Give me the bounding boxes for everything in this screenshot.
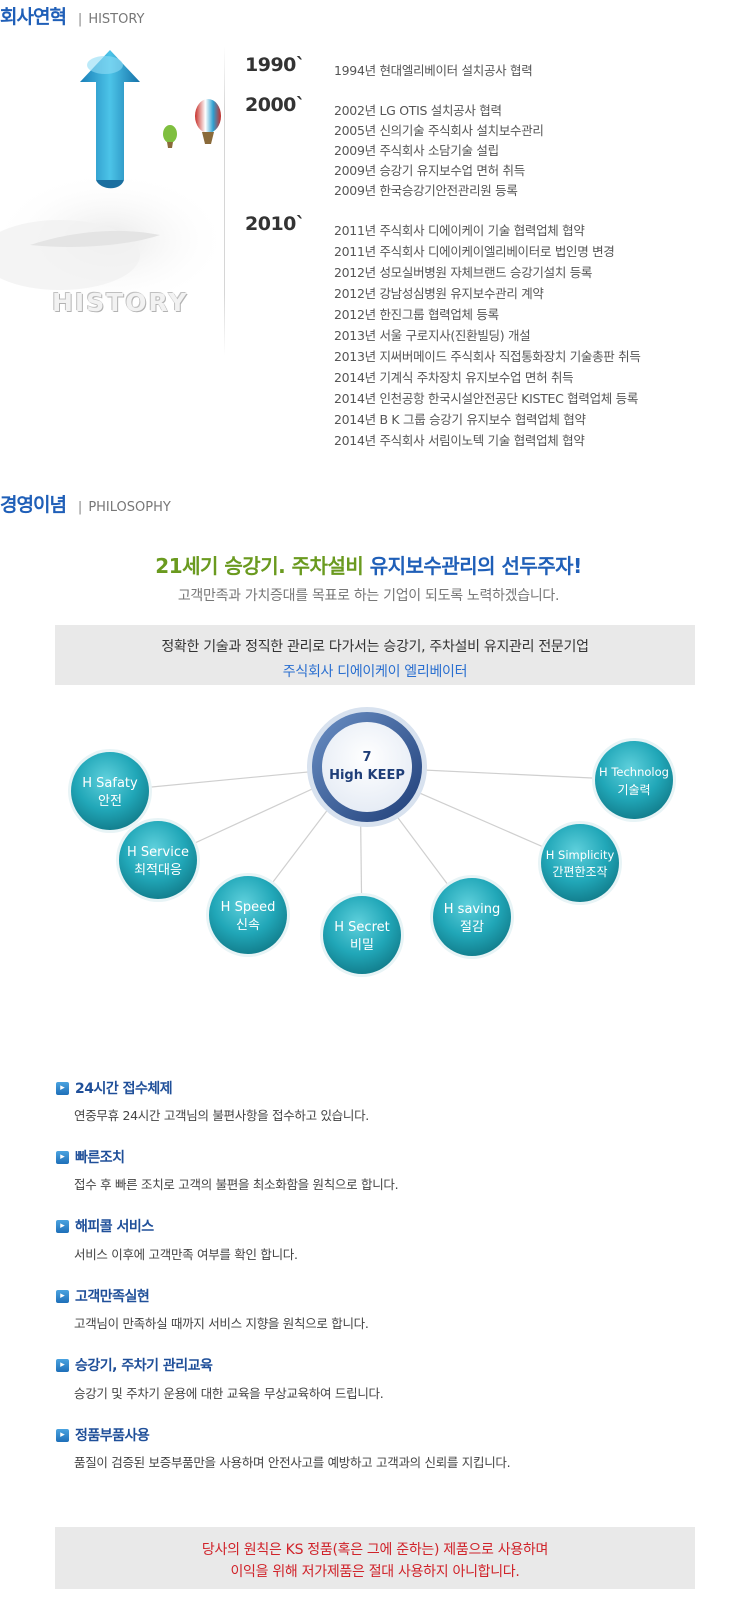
growth-arrow-illustration <box>0 50 222 310</box>
node-en: H Speed <box>221 900 276 915</box>
feature-title-text: 빠른조치 <box>75 1150 125 1166</box>
node-en: H Secret <box>334 920 389 935</box>
year-label: 1990` <box>245 54 305 76</box>
node-saving: H saving 절감 <box>430 875 514 959</box>
history-entry: 2011년 주식회사 디에이케이 기술 협력업체 협약 <box>334 223 585 238</box>
year-label: 2000` <box>245 94 305 116</box>
feature-title: ▸ 승강기, 주차기 관리교육 <box>56 1355 213 1375</box>
slogan: 21세기 승강기. 주차설비 유지보수관리의 선두주자! <box>0 550 737 579</box>
node-secret: H Secret 비밀 <box>320 893 404 977</box>
node-technology: H Technolog 기술력 <box>592 738 676 822</box>
node-ko: 간편한조작 <box>552 865 607 879</box>
node-en: H Safaty <box>82 776 138 791</box>
feature-title-text: 정품부품사용 <box>75 1428 150 1444</box>
feature-title: ▸ 24시간 접수체제 <box>56 1078 173 1098</box>
history-title-en: HISTORY <box>88 12 145 27</box>
notice-line: 당사의 원칙은 KS 정품(혹은 그에 준하는) 제품으로 사용하며 <box>201 1542 549 1558</box>
node-safety: H Safaty 안전 <box>68 749 152 833</box>
feature-title: ▸ 고객만족실현 <box>56 1286 150 1306</box>
node-en: H saving <box>444 902 500 917</box>
node-ko: 안전 <box>98 794 122 809</box>
history-entry: 2013년 지써버메이드 주식회사 직접통화장치 기술총판 취득 <box>334 349 641 364</box>
history-divider <box>224 46 225 356</box>
high-keep-diagram: 7 High KEEP H Safaty 안전 H Service 최적대응 H… <box>0 690 737 1020</box>
center-circle: 7 High KEEP <box>307 707 427 827</box>
center-number: 7 <box>362 750 371 765</box>
philosophy-title: 경영이념 <box>0 494 67 516</box>
history-entry: 2014년 B K 그룹 승강기 유지보수 협력업체 협약 <box>334 412 586 427</box>
policy-notice-box: 당사의 원칙은 KS 정품(혹은 그에 준하는) 제품으로 사용하며 이익을 위… <box>55 1527 695 1589</box>
node-ko: 신속 <box>236 918 260 933</box>
node-service: H Service 최적대응 <box>116 818 200 902</box>
heading-divider: | <box>77 12 83 27</box>
bullet-arrow-icon: ▸ <box>56 1428 69 1442</box>
bullet-arrow-icon: ▸ <box>56 1358 69 1372</box>
node-en: H Technolog <box>599 765 669 779</box>
history-title: 회사연혁 <box>0 6 67 28</box>
bullet-arrow-icon: ▸ <box>56 1081 69 1095</box>
slogan-part-a: 21세기 승강기. 주차설비 <box>155 554 370 578</box>
history-entry: 2012년 한진그룹 협력업체 등록 <box>334 307 499 322</box>
company-name: 주식회사 디에이케이 엘리베이터 <box>282 664 468 680</box>
feature-desc: 접수 후 빠른 조치로 고객의 불편을 최소화함을 원칙으로 합니다. <box>74 1177 399 1192</box>
heading-divider: | <box>77 500 83 515</box>
history-entry: 2009년 한국승강기안전관리원 등록 <box>334 183 518 198</box>
history-entry: 2012년 강남성심병원 유지보수관리 계약 <box>334 286 544 301</box>
node-en: H Service <box>127 845 189 860</box>
node-ko: 최적대응 <box>134 863 182 878</box>
feature-desc: 품질이 검증된 보증부품만을 사용하며 안전사고를 예방하고 고객과의 신뢰를 … <box>74 1455 511 1470</box>
philosophy-title-en: PHILOSOPHY <box>88 500 171 515</box>
feature-desc: 승강기 및 주차기 운용에 대한 교육을 무상교육하여 드립니다. <box>74 1386 384 1401</box>
feature-desc: 연중무휴 24시간 고객님의 불편사항을 접수하고 있습니다. <box>74 1108 369 1123</box>
history-entry: 2009년 승강기 유지보수업 면허 취득 <box>334 163 525 178</box>
node-ko: 기술력 <box>617 783 650 797</box>
philosophy-heading: 경영이념 | PHILOSOPHY <box>0 490 171 517</box>
slogan-part-b: 유지보수관리의 선두주자! <box>369 554 582 578</box>
feature-title-text: 24시간 접수체제 <box>75 1081 173 1097</box>
center-label: High KEEP <box>329 768 405 783</box>
node-speed: H Speed 신속 <box>206 873 290 957</box>
bullet-arrow-icon: ▸ <box>56 1219 69 1233</box>
history-entry: 2005년 신의기술 주식회사 설치보수관리 <box>334 123 544 138</box>
history-entry: 2009년 주식회사 소담기술 설립 <box>334 143 499 158</box>
feature-title: ▸ 해피콜 서비스 <box>56 1216 154 1236</box>
history-illustration <box>0 40 222 360</box>
high-keep-svg: 7 High KEEP H Safaty 안전 H Service 최적대응 H… <box>68 707 676 977</box>
history-entry: 2014년 주식회사 서림이노텍 기술 협력업체 협약 <box>334 433 585 448</box>
feature-desc: 고객님이 만족하실 때까지 서비스 지향을 원칙으로 합니다. <box>74 1316 369 1331</box>
history-entry: 2002년 LG OTIS 설치공사 협력 <box>334 103 502 118</box>
node-simplicity: H Simplicity 간편한조작 <box>538 821 622 905</box>
feature-title-text: 승강기, 주차기 관리교육 <box>75 1358 213 1374</box>
feature-title-text: 고객만족실현 <box>75 1289 150 1305</box>
bullet-arrow-icon: ▸ <box>56 1289 69 1303</box>
company-intro-box: 정확한 기술과 정직한 관리로 다가서는 승강기, 주차설비 유지관리 전문기업… <box>55 625 695 685</box>
history-entry: 2011년 주식회사 디에이케이엘리베이터로 법인명 변경 <box>334 244 615 259</box>
node-ko: 비밀 <box>350 938 374 953</box>
slogan-subline: 고객만족과 가치증대를 목표로 하는 기업이 되도록 노력하겠습니다. <box>177 588 560 604</box>
history-entry: 2014년 인천공항 한국시설안전공단 KISTEC 협력업체 등록 <box>334 391 639 406</box>
notice-line: 이익을 위해 저가제품은 절대 사용하지 아니합니다. <box>230 1564 520 1580</box>
intro-line: 정확한 기술과 정직한 관리로 다가서는 승강기, 주차설비 유지관리 전문기업 <box>161 639 589 655</box>
year-label: 2010` <box>245 213 305 235</box>
history-wordmark: HISTORY <box>52 288 189 317</box>
feature-desc: 서비스 이후에 고객만족 여부를 확인 합니다. <box>74 1247 298 1262</box>
feature-title-text: 해피콜 서비스 <box>75 1219 154 1235</box>
feature-title: ▸ 정품부품사용 <box>56 1425 150 1445</box>
node-en: H Simplicity <box>546 848 615 862</box>
history-entry: 2012년 성모실버병원 자체브랜드 승강기설치 등록 <box>334 265 593 280</box>
history-heading: 회사연혁 | HISTORY <box>0 2 145 29</box>
bullet-arrow-icon: ▸ <box>56 1150 69 1164</box>
history-entry: 2014년 기계식 주차장치 유지보수업 면허 취득 <box>334 370 574 385</box>
node-ko: 절감 <box>460 920 484 935</box>
history-entry: 1994년 현대엘리베이터 설치공사 협력 <box>334 63 533 78</box>
feature-title: ▸ 빠른조치 <box>56 1147 125 1167</box>
history-entry: 2013년 서울 구로지사(진환빌딩) 개설 <box>334 328 531 343</box>
